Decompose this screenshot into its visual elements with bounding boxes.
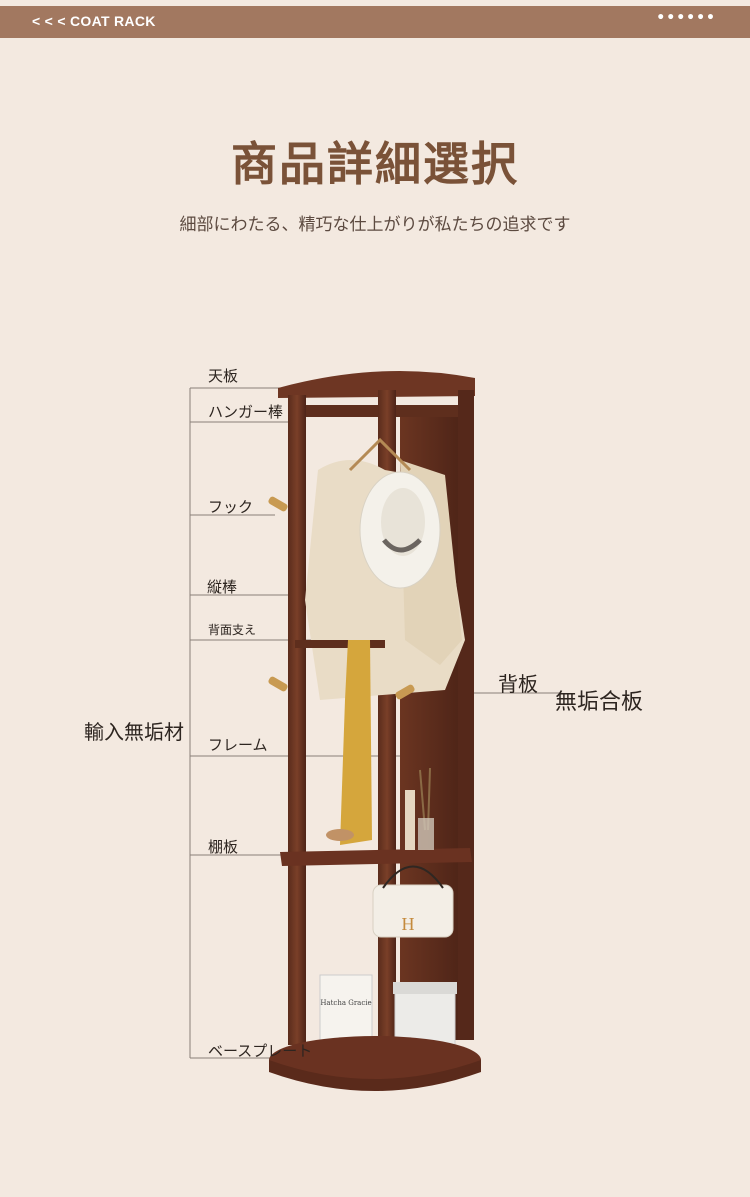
back-nav-link[interactable]: < < < COAT RACK (32, 13, 156, 29)
label-shelf: 棚板 (208, 838, 239, 856)
label-frame: フレーム (208, 736, 268, 754)
handbag (372, 884, 454, 938)
page-title: 商品詳細選択 (231, 137, 519, 191)
left-post (288, 395, 306, 1045)
shelf-board (280, 848, 472, 866)
hook-right (395, 684, 415, 700)
label-vertical-bar: 縦棒 (207, 578, 238, 596)
label-hanger-bar: ハンガー棒 (208, 403, 284, 421)
storage-box (394, 984, 456, 1048)
label-material-right: 無垢合板 (555, 690, 644, 715)
label-hook: フック (208, 498, 254, 516)
base-plate (269, 1036, 481, 1084)
back-support (295, 640, 385, 648)
more-menu-icon[interactable]: •••••• (656, 10, 716, 26)
hook-middle (268, 676, 288, 692)
label-back-support: 背面支え (208, 623, 257, 637)
shopping-bag (319, 974, 373, 1041)
bag-logo: H (402, 914, 415, 934)
hook-upper (268, 496, 288, 512)
label-base-plate: ベースプレート (208, 1042, 313, 1060)
top-bar: < < < COAT RACK •••••• (0, 6, 750, 38)
right-post (458, 390, 474, 1040)
label-material-left: 輸入無垢材 (84, 720, 184, 744)
page-subtitle: 細部にわたる、精巧な仕上がりが私たちの追求です (179, 215, 571, 235)
top-board (278, 370, 475, 398)
leader-lines (189, 387, 560, 1059)
label-top-board: 天板 (208, 367, 239, 385)
label-back-board: 背板 (498, 672, 538, 696)
box-brand-text: Hatcha Gracie (320, 999, 371, 1007)
scarf (340, 640, 372, 845)
